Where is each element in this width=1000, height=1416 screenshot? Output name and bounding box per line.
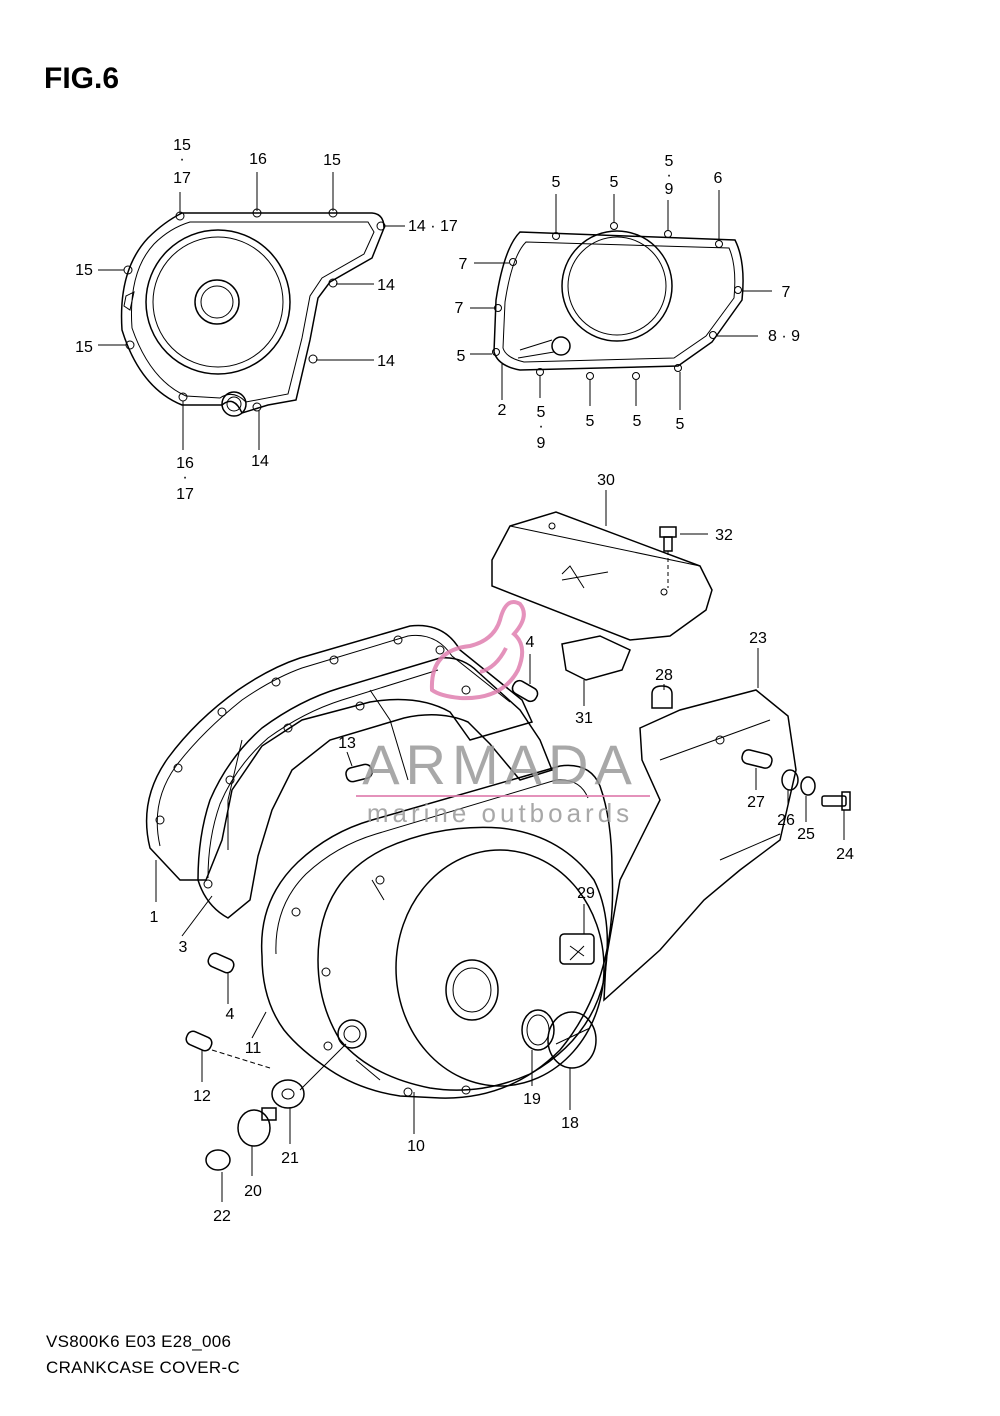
callout: 19 bbox=[523, 1091, 541, 1108]
callout: 7 bbox=[455, 300, 464, 317]
callout: 14 bbox=[377, 353, 395, 370]
callout: 5 bbox=[457, 348, 466, 365]
callout: 30 bbox=[597, 472, 615, 489]
callout: 12 bbox=[193, 1088, 211, 1105]
callout: 26 bbox=[777, 812, 795, 829]
callout: 23 bbox=[749, 630, 767, 647]
lower-gaskets bbox=[145, 624, 553, 919]
callout: · bbox=[666, 167, 671, 184]
callout: 4 bbox=[526, 634, 535, 651]
figure-title: FIG.6 bbox=[44, 62, 120, 95]
callout: 22 bbox=[213, 1208, 231, 1225]
upper-right-gasket bbox=[492, 222, 744, 380]
callout: 5 bbox=[633, 413, 642, 430]
callout: 5 bbox=[586, 413, 595, 430]
callout: 1 bbox=[150, 909, 159, 926]
callout: 15 bbox=[323, 152, 341, 169]
callout: 8 · 9 bbox=[768, 328, 800, 345]
diagram-name: CRANKCASE COVER-C bbox=[46, 1358, 241, 1377]
armada-tagline-text: marine outboards bbox=[367, 798, 633, 828]
callout: 4 bbox=[226, 1006, 235, 1023]
callout: 14 bbox=[251, 453, 269, 470]
callout: 5 bbox=[610, 174, 619, 191]
callout: 7 bbox=[782, 284, 791, 301]
callout: 9 bbox=[665, 181, 674, 198]
upper-left-gasket bbox=[120, 208, 386, 417]
callout: 2 bbox=[498, 402, 507, 419]
callout: 5 bbox=[676, 416, 685, 433]
callout: 13 bbox=[338, 735, 356, 752]
armada-watermark: ARMADA marine outboards bbox=[356, 600, 650, 828]
callout: · bbox=[179, 151, 184, 168]
armada-logo-mark bbox=[429, 600, 526, 701]
callout: 32 bbox=[715, 527, 733, 544]
callout: 5 bbox=[665, 153, 674, 170]
callout: 14 · 17 bbox=[408, 218, 458, 235]
callout: 9 bbox=[537, 435, 546, 452]
armada-brand-text: ARMADA bbox=[362, 733, 638, 796]
callout: 31 bbox=[575, 710, 593, 727]
callout: 10 bbox=[407, 1138, 425, 1155]
callout: 17 bbox=[173, 170, 191, 187]
cover-23 bbox=[603, 689, 797, 1002]
callout: 15 bbox=[173, 137, 191, 154]
callout: 17 bbox=[176, 486, 194, 503]
callout: 24 bbox=[836, 846, 854, 863]
crankcase-cover bbox=[260, 764, 614, 1099]
callout: 7 bbox=[459, 256, 468, 273]
callout: 27 bbox=[747, 794, 765, 811]
callout: 16 bbox=[176, 455, 194, 472]
diagram-code: VS800K6 E03 E28_006 bbox=[46, 1332, 232, 1351]
callout: 16 bbox=[249, 151, 267, 168]
callout-labels: 15 · 17 16 15 14 · 17 15 14 15 14 16 · 1… bbox=[75, 137, 854, 1225]
callout: 29 bbox=[577, 885, 595, 902]
leader-lines bbox=[98, 172, 845, 1202]
callout: 21 bbox=[281, 1150, 299, 1167]
callout: 15 bbox=[75, 339, 93, 356]
callout: 6 bbox=[714, 170, 723, 187]
callout: · bbox=[538, 418, 543, 435]
callout: 25 bbox=[797, 826, 815, 843]
callout: · bbox=[182, 469, 187, 486]
callout: 5 bbox=[552, 174, 561, 191]
callout: 18 bbox=[561, 1115, 579, 1132]
callout: 5 bbox=[537, 404, 546, 421]
callout: 20 bbox=[244, 1183, 262, 1200]
callout: 28 bbox=[655, 667, 673, 684]
callout: 15 bbox=[75, 262, 93, 279]
callout: 11 bbox=[245, 1040, 262, 1057]
small-hardware bbox=[185, 526, 851, 1171]
callout: 3 bbox=[179, 939, 188, 956]
callout: 14 bbox=[377, 277, 395, 294]
bracket-31 bbox=[561, 635, 631, 681]
cover-30 bbox=[491, 511, 713, 641]
